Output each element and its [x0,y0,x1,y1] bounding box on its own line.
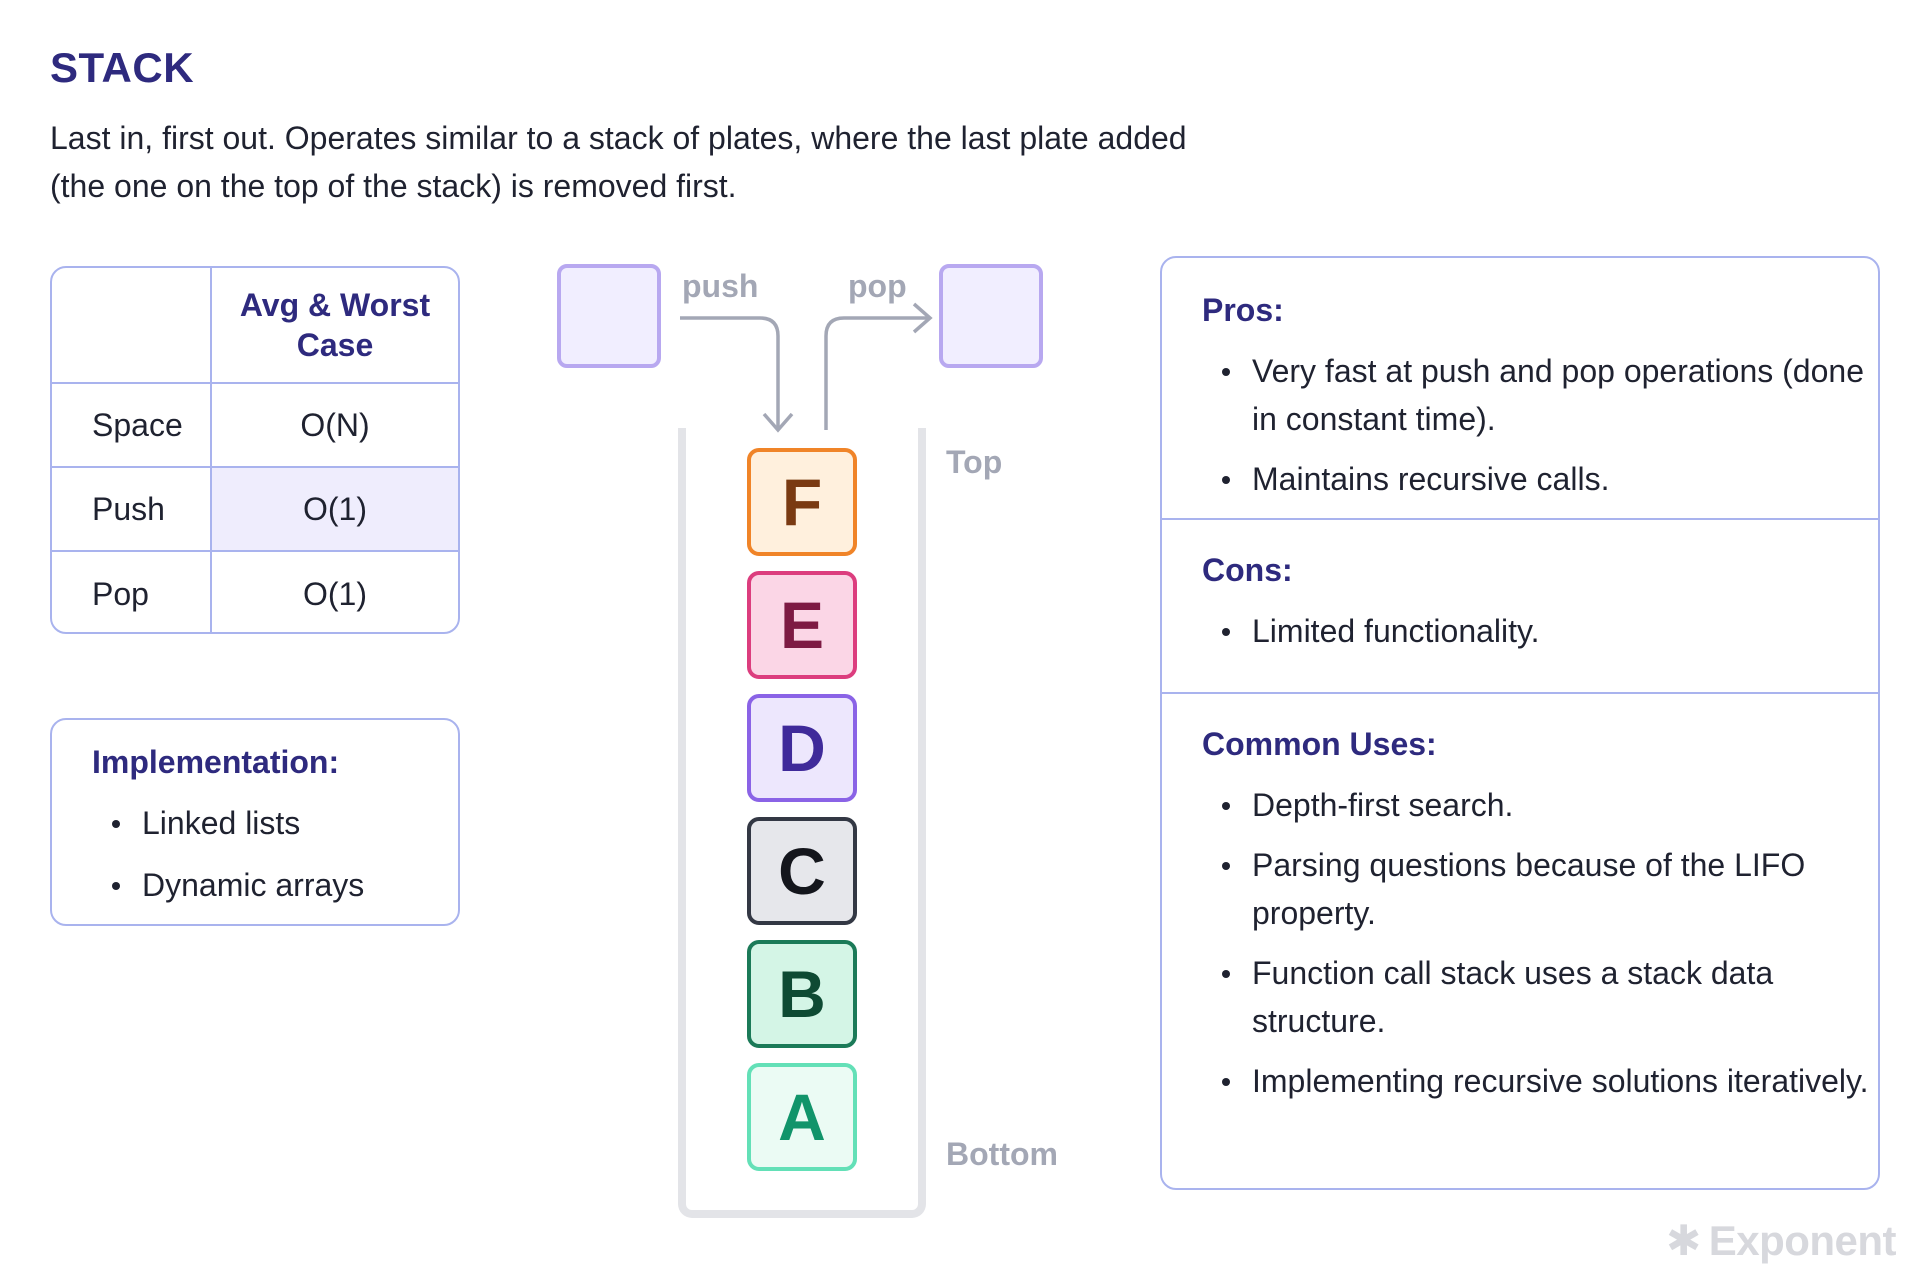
table-cell-value: O(1) [303,575,367,612]
stack-item-a: A [747,1063,857,1171]
cons-list: Limited functionality. [1202,607,1878,655]
list-item: Depth-first search. [1202,781,1878,829]
stack-item-d: D [747,694,857,802]
table-header-cell-empty [52,268,212,382]
pop-label: pop [848,268,907,304]
brand-logo: ✱Exponent [1666,1216,1897,1265]
list-item: Function call stack uses a stack data st… [1202,949,1878,1045]
section-divider [1162,518,1878,520]
cons-title: Cons: [1202,552,1293,588]
list-item: Maintains recursive calls. [1202,455,1878,503]
cons-section: Cons: Limited functionality. [1162,552,1878,667]
push-label: push [682,268,759,304]
table-header-cell-case: Avg & Worst Case [212,268,458,382]
list-item: Implementing recursive solutions iterati… [1202,1057,1878,1105]
table-row: Pop O(1) [52,550,458,632]
section-divider [1162,692,1878,694]
pros-cons-box: Pros: Very fast at push and pop operatio… [1160,256,1880,1190]
table-row: Push O(1) [52,466,458,550]
logo-text: Exponent [1708,1217,1897,1264]
list-item: Dynamic arrays [92,861,458,909]
list-item: Parsing questions because of the LIFO pr… [1202,841,1878,937]
stack-item-b: B [747,940,857,1048]
table-cell-op: Space [52,384,212,466]
asterisk-icon: ✱ [1666,1217,1701,1264]
implementation-list: Linked lists Dynamic arrays [92,799,458,909]
table-cell-op: Push [52,468,212,550]
stack-item-f: F [747,448,857,556]
implementation-title: Implementation: [92,744,340,780]
top-label: Top [946,444,1003,480]
uses-title: Common Uses: [1202,726,1437,762]
stack-item-e: E [747,571,857,679]
page-title: STACK [50,44,195,91]
push-arrowhead-icon [762,412,794,433]
table-cell-op: Pop [52,552,212,632]
list-item: Linked lists [92,799,458,847]
table-header-label: Avg & Worst Case [239,287,431,363]
table-row: Space O(N) [52,382,458,466]
pop-arrow-icon [824,316,928,430]
list-item: Very fast at push and pop operations (do… [1202,347,1878,443]
page-subtitle: Last in, first out. Operates similar to … [50,120,1187,204]
pop-arrowhead-icon [912,302,933,334]
pros-section: Pros: Very fast at push and pop operatio… [1162,292,1878,515]
bottom-label: Bottom [946,1136,1058,1172]
implementation-box: Implementation: Linked lists Dynamic arr… [50,718,460,926]
pop-outgoing-box [939,264,1043,368]
uses-list: Depth-first search. Parsing questions be… [1202,781,1878,1105]
stack-item-c: C [747,817,857,925]
pros-list: Very fast at push and pop operations (do… [1202,347,1878,503]
table-cell-value: O(1) [212,468,458,550]
pros-title: Pros: [1202,292,1284,328]
push-arrow-icon [680,316,780,428]
push-incoming-box [557,264,661,368]
complexity-table: Avg & Worst Case Space O(N) Push O(1) Po… [50,266,460,634]
table-header-row: Avg & Worst Case [52,268,458,382]
uses-section: Common Uses: Depth-first search. Parsing… [1162,726,1878,1117]
table-cell-value: O(N) [300,406,370,443]
stack-container [678,428,926,1218]
list-item: Limited functionality. [1202,607,1878,655]
